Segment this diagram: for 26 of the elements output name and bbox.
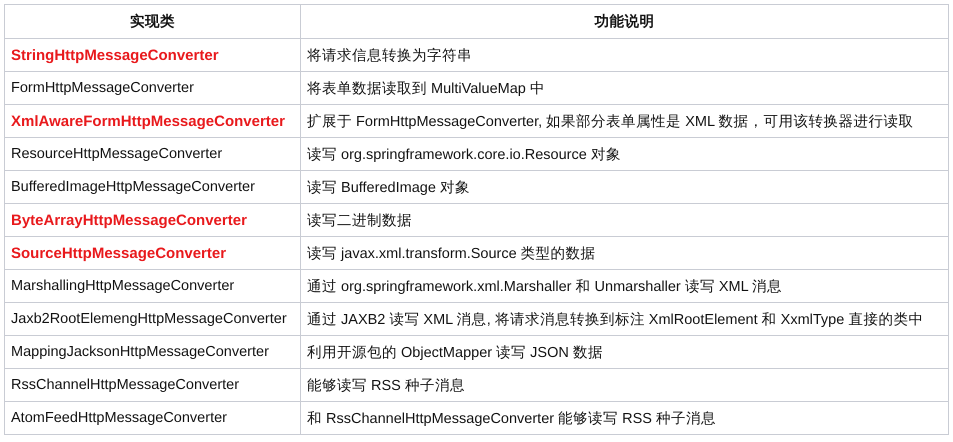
description-cell: 通过 org.springframework.xml.Marshaller 和 Unmarshaller 读写 XML 消息 — [300, 270, 948, 302]
description-cell: 和 RssChannelHttpMessageConverter 能够读写 RSS 种子消息 — [300, 402, 948, 434]
class-name-cell: MarshallingHttpMessageConverter — [4, 270, 300, 302]
class-name-cell: XmlAwareFormHttpMessageConverter — [4, 104, 300, 138]
header-cell: 功能说明 — [300, 4, 948, 38]
description-cell: 将请求信息转换为字符串 — [300, 38, 948, 72]
class-name-cell: SourceHttpMessageConverter — [4, 236, 300, 270]
class-name-cell: ResourceHttpMessageConverter — [4, 138, 300, 170]
class-name-cell: StringHttpMessageConverter — [4, 38, 300, 72]
class-name-cell: MappingJacksonHttpMessageConverter — [4, 336, 300, 368]
class-name-cell: ByteArrayHttpMessageConverter — [4, 204, 300, 236]
description-cell: 扩展于 FormHttpMessageConverter, 如果部分表单属性是 XML 数据，可用该转换器进行读取 — [300, 104, 948, 138]
description-cell: 读写二进制数据 — [300, 204, 948, 236]
description-cell: 读写 BufferedImage 对象 — [300, 170, 948, 204]
description-cell: 通过 JAXB2 读写 XML 消息, 将请求消息转换到标注 XmlRootElement 和 XxmlType 直接的类中 — [300, 302, 948, 336]
description-cell: 将表单数据读取到 MultiValueMap 中 — [300, 72, 948, 104]
class-name-cell: Jaxb2RootElemengHttpMessageConverter — [4, 302, 300, 336]
class-name-cell: RssChannelHttpMessageConverter — [4, 368, 300, 402]
description-cell: 读写 javax.xml.transform.Source 类型的数据 — [300, 236, 948, 270]
description-cell: 利用开源包的 ObjectMapper 读写 JSON 数据 — [300, 336, 948, 368]
description-cell: 读写 org.springframework.core.io.Resource 对象 — [300, 138, 948, 170]
class-name-cell: FormHttpMessageConverter — [4, 72, 300, 104]
header-cell: 实现类 — [4, 4, 300, 38]
class-name-cell: BufferedImageHttpMessageConverter — [4, 170, 300, 204]
description-cell: 能够读写 RSS 种子消息 — [300, 368, 948, 402]
class-name-cell: AtomFeedHttpMessageConverter — [4, 402, 300, 434]
